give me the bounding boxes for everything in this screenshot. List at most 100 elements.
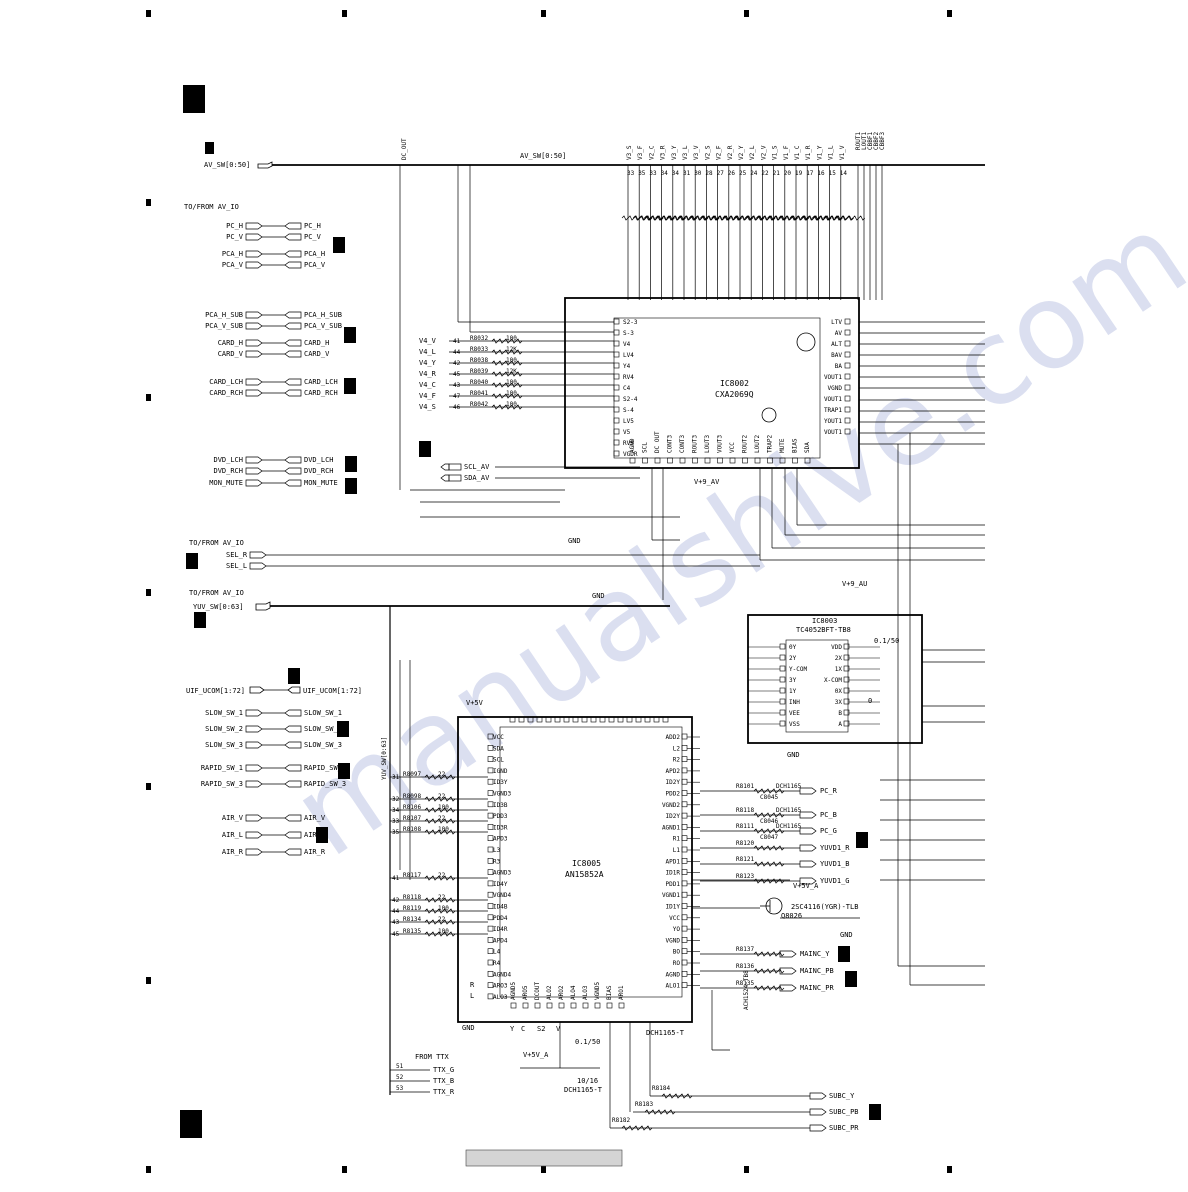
connector-left-label: DVD_LCH [213, 456, 243, 464]
ic8003-left-pin-box [779, 643, 786, 650]
ic8002-bottom-pin-label: TRAP2 [767, 435, 774, 453]
output-connector [799, 844, 817, 852]
ic8003-right-pin-label: 2X [835, 655, 843, 662]
connector-left-label: SLOW_SW_1 [205, 709, 243, 717]
top-net-resistor [834, 215, 866, 221]
ic8005-right-pin-label: PDD1 [666, 881, 681, 888]
ic8005-left-res-pin: 35 [392, 829, 400, 836]
to-from-av-io-header-2: TO/FROM AV_IO [189, 539, 244, 547]
ic8005-top-pin-box [518, 716, 525, 723]
ic8002-right-pin-label: LTV [831, 319, 842, 326]
ic8005-left-pin-box [487, 767, 494, 774]
ic8002-bottom-pin-label: VCC [729, 442, 736, 453]
yuv-sw-bus-label: YUV_SW[0:63] [193, 603, 244, 611]
output-resistor-ref: R8101 [736, 783, 754, 790]
ic8005-bottom-letter: Y [510, 1025, 515, 1033]
ic8005-left-pin-box [487, 948, 494, 955]
uif-ucom-left-label: UIF_UCOM[1:72] [186, 687, 245, 695]
top-net-pin: 27 [717, 170, 725, 177]
connector-left-shape [245, 350, 263, 358]
ic8005-right-pin-box [681, 869, 688, 875]
connector-left-shape [245, 378, 263, 386]
v4-net-resistor-ref: R8040 [470, 379, 488, 386]
ic8002-left-pin-label: C4 [623, 385, 631, 392]
ic8003-left-pin-label: 2Y [789, 655, 797, 662]
ic8003-left-pin-box [779, 687, 786, 694]
top-net-pin: 24 [750, 170, 758, 177]
subc-resistor [644, 1109, 676, 1115]
output-connector [779, 950, 797, 958]
top-net-pin: 14 [840, 170, 848, 177]
ic8005-left-pin-label: L3 [493, 847, 501, 854]
top-net-label: V3_S [626, 145, 633, 160]
ic8003-right-pin-label: 3X [835, 699, 843, 706]
ic8005-bottom-pin-box [570, 1002, 577, 1009]
ic8002-left-pin-label: VGDR [623, 451, 638, 458]
top-net-pin: 31 [683, 170, 691, 177]
v4-net-label: V4_F [419, 392, 436, 400]
ic8002-bottom-pin-label: BIAS [792, 438, 799, 453]
subc-resistor-ref: R8183 [635, 1101, 653, 1108]
ic8005-left-pin-label: ID3Y [493, 779, 508, 786]
ic8005-left-pin-label: PDD4 [493, 915, 508, 922]
ic8003-right-pin-box [843, 676, 850, 683]
ic8005-right-pin-box [681, 982, 688, 988]
ic8005-top-pin-box [608, 716, 615, 723]
power-v9av: V+9_AV [694, 478, 720, 486]
ic8005-left-pin-label: ID4Y [493, 881, 508, 888]
ic8005-left-res-pin: 34 [392, 807, 400, 814]
ic8002-right-pin-box [844, 428, 851, 435]
i2c-connector-body [448, 463, 462, 471]
ic8005-bottom-pin-box [582, 1002, 589, 1009]
top-net-pin: 20 [784, 170, 792, 177]
ic8003-right-pin-box [843, 698, 850, 705]
ic8003-left-pin-box [779, 665, 786, 672]
ic8003-left-pin-label: 1Y [789, 688, 797, 695]
output-label: MAINC_PB [800, 967, 834, 975]
ic8005-left-pin-box [487, 925, 494, 932]
ic8005-left-resistor [424, 897, 456, 903]
connector-right-label: PCA_H [304, 250, 325, 258]
yuv-sw-bus [255, 601, 670, 1095]
ic8005-right-pin-label: ADD2 [666, 734, 681, 741]
ic8002-left-pin-label: V4 [623, 341, 631, 348]
ic8005-right-pin-label: L2 [673, 745, 681, 752]
ic8005-top-pin-box [554, 716, 561, 723]
ic8002-left-pin-box [613, 406, 620, 413]
ic8005-right-pin-label: R2 [673, 757, 681, 764]
q8026-ref: Q8026 [781, 912, 802, 920]
i2c-connector [440, 474, 450, 482]
uif-ucom-right-label: UIF_UCOM[1:72] [303, 687, 362, 695]
connector-right-label: CARD_V [304, 350, 330, 358]
ic8005-top-pin-box [653, 716, 660, 723]
ic8005-right-pin-box [681, 903, 688, 909]
i2c-connector-body [448, 474, 462, 482]
connector-left-label: AIR_L [222, 831, 243, 839]
ic8002-right-pin-label: TRAP1 [824, 407, 842, 414]
connector-right-label: DVD_RCH [304, 467, 334, 475]
ic8002-left-pin-box [613, 329, 620, 336]
sel-connector [249, 562, 267, 570]
ic8005-left-pin-box [487, 937, 494, 943]
ic8003-left-pin-label: Y-COM [789, 666, 807, 673]
sel-connector [249, 551, 267, 559]
ic8005-left-pin-label: AGND4 [493, 971, 511, 978]
ic8005-bottom-pin-label: ARO1 [618, 985, 625, 1000]
ic8005-top-pin-box [572, 716, 579, 723]
yuv-sw-bus-vertical-label: YUV_SW[0:63] [381, 737, 388, 780]
ic8002-right-exits [859, 321, 985, 445]
subc-label: SUBC_Y [829, 1092, 855, 1100]
connector-right-label: PCA_V [304, 261, 326, 269]
ic8002-right-pin-box [844, 406, 851, 413]
ic8005-right-pin-box [681, 891, 688, 898]
ic8005-left-pin-box [487, 812, 494, 819]
power-v5va: V+5V_A [523, 1051, 549, 1059]
ic8005-left-res-val: 22 [438, 916, 446, 923]
ic8003-right-pin-box [843, 654, 850, 661]
top-right-net-label: ROUT1 [855, 132, 862, 150]
output-label: YUVD1_B [820, 860, 850, 868]
